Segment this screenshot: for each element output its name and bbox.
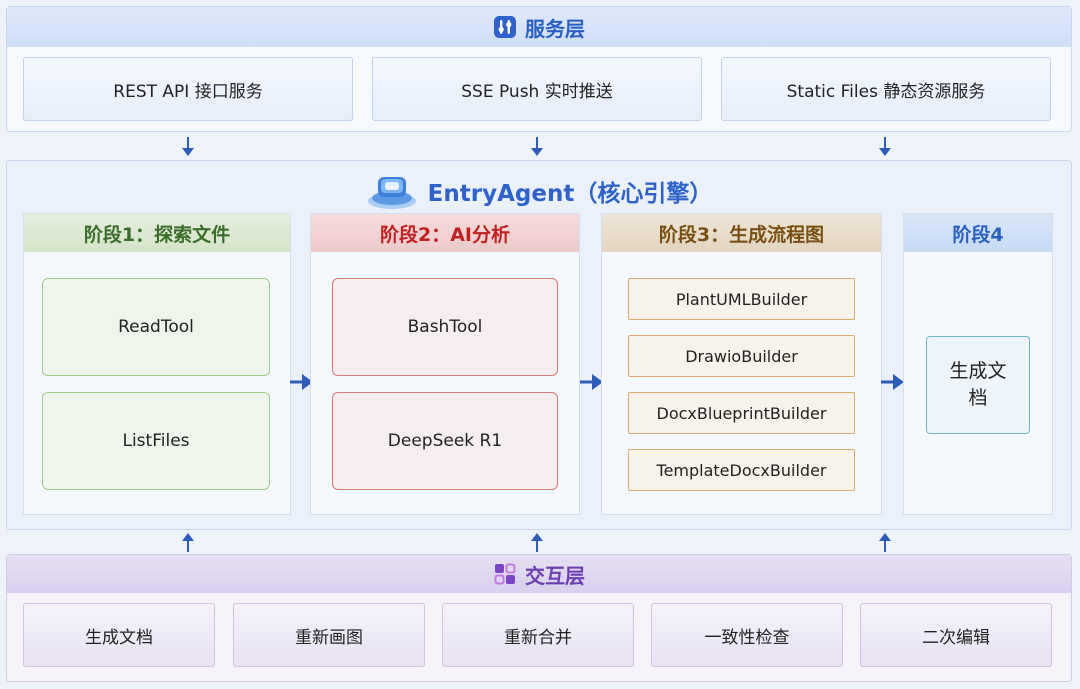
core-engine-title: EntryAgent（核心引擎） [427,181,713,207]
interaction-layer: 交互层 生成文档 重新画图 重新合并 一致性检查 二次编辑 [6,554,1072,682]
builder-box-plantuml: PlantUMLBuilder [628,278,855,320]
service-layer: 服务层 REST API 接口服务 SSE Push 实时推送 Static F… [6,6,1072,132]
service-layer-header: 服务层 [7,7,1071,47]
stage-2-panel: 阶段2：AI分析 BashTool DeepSeek R1 [310,213,580,515]
stage-1-panel: 阶段1：探索文件 ReadTool ListFiles [23,213,291,515]
service-layer-title: 服务层 [525,16,585,41]
arrow-up-icon [531,533,543,552]
tool-box-listfiles: ListFiles [42,392,270,490]
arrow-down-icon [531,137,543,156]
service-layer-icon [494,16,516,38]
stage-3-panel: 阶段3：生成流程图 PlantUMLBuilder DrawioBuilder … [601,213,882,515]
stage-3-title: 阶段3：生成流程图 [602,214,881,252]
interaction-layer-icon [494,563,516,585]
interaction-box-redraw: 重新画图 [233,603,425,667]
arrow-up-icon [879,533,891,552]
service-box-rest-api: REST API 接口服务 [23,57,353,121]
arrow-down-icon [879,137,891,156]
arrow-up-icon [182,533,194,552]
stage-4-panel: 阶段4 生成文档 [903,213,1053,515]
stage-1-title: 阶段1：探索文件 [24,214,290,252]
service-box-sse-push: SSE Push 实时推送 [372,57,702,121]
tool-box-bashtool: BashTool [332,278,558,376]
interaction-box-generate-document: 生成文档 [23,603,215,667]
arrow-down-icon [182,137,194,156]
doc-box-generate-document: 生成文档 [926,336,1030,434]
tool-box-deepseek-r1: DeepSeek R1 [332,392,558,490]
core-engine: EntryAgent（核心引擎） 阶段1：探索文件 ReadTool ListF… [6,160,1072,530]
engine-cube-icon [367,177,416,209]
tool-box-readtool: ReadTool [42,278,270,376]
interaction-box-consistency-check: 一致性检查 [651,603,843,667]
interaction-layer-header: 交互层 [7,555,1071,593]
interaction-layer-title: 交互层 [525,563,585,588]
service-box-static-files: Static Files 静态资源服务 [721,57,1051,121]
interaction-box-remerge: 重新合并 [442,603,634,667]
arrow-right-icon [290,374,313,390]
builder-box-template-docx: TemplateDocxBuilder [628,449,855,491]
arrow-right-icon [580,374,603,390]
interaction-box-secondary-edit: 二次编辑 [860,603,1052,667]
builder-box-docx-blueprint: DocxBlueprintBuilder [628,392,855,434]
core-engine-header: EntryAgent（核心引擎） [7,171,1071,211]
builder-box-drawio: DrawioBuilder [628,335,855,377]
stage-4-title: 阶段4 [904,214,1052,252]
arrow-right-icon [881,374,904,390]
stage-2-title: 阶段2：AI分析 [311,214,579,252]
